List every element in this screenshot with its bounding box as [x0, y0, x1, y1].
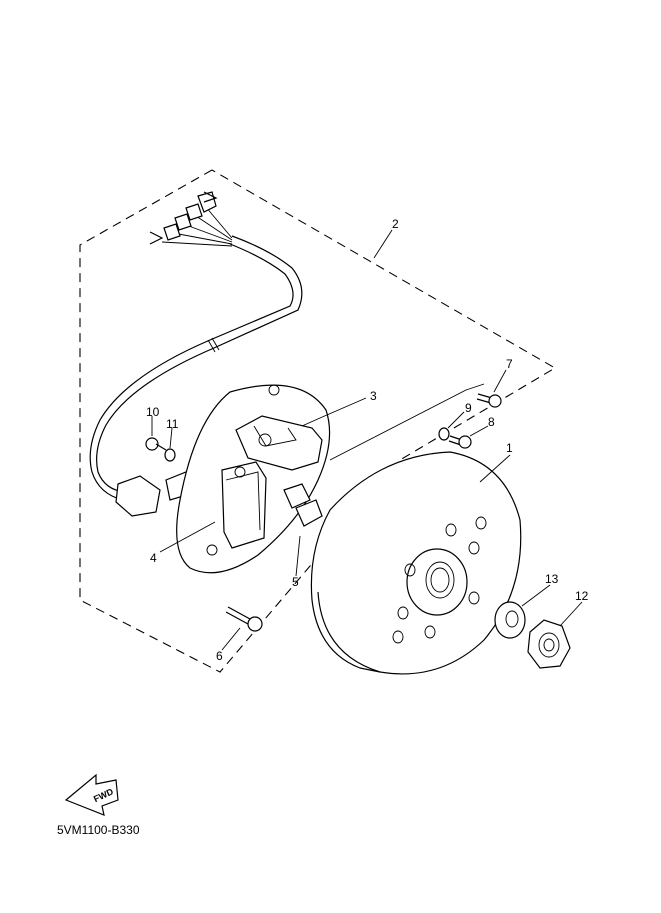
screw-10 [145, 437, 167, 451]
screw-6 [225, 606, 263, 632]
fwd-arrow-icon: FWD [64, 773, 119, 816]
callout-13: 13 [545, 572, 559, 586]
callout-6: 6 [216, 649, 223, 663]
callout-10: 10 [146, 405, 160, 419]
assembly-boundary-dashed [79, 169, 557, 673]
leader-lines [151, 229, 583, 651]
flywheel-rotor [310, 451, 522, 675]
callout-5: 5 [292, 575, 299, 589]
callout-8: 8 [488, 415, 495, 429]
drawing-code: 5VM1100-B330 [57, 823, 140, 837]
screw-8 [448, 435, 472, 449]
hex-nut [527, 619, 571, 669]
washer-11 [164, 448, 176, 462]
coil-assembly [221, 415, 323, 549]
washer [494, 601, 526, 639]
callout-12: 12 [575, 589, 589, 603]
washer-9 [438, 427, 450, 441]
callout-9: 9 [465, 401, 472, 415]
callout-4: 4 [150, 551, 157, 565]
callout-3: 3 [370, 389, 377, 403]
screw-7 [476, 393, 502, 408]
callout-1: 1 [506, 441, 513, 455]
callout-11: 11 [166, 417, 179, 431]
callout-7: 7 [506, 357, 513, 371]
callout-2: 2 [392, 217, 399, 231]
